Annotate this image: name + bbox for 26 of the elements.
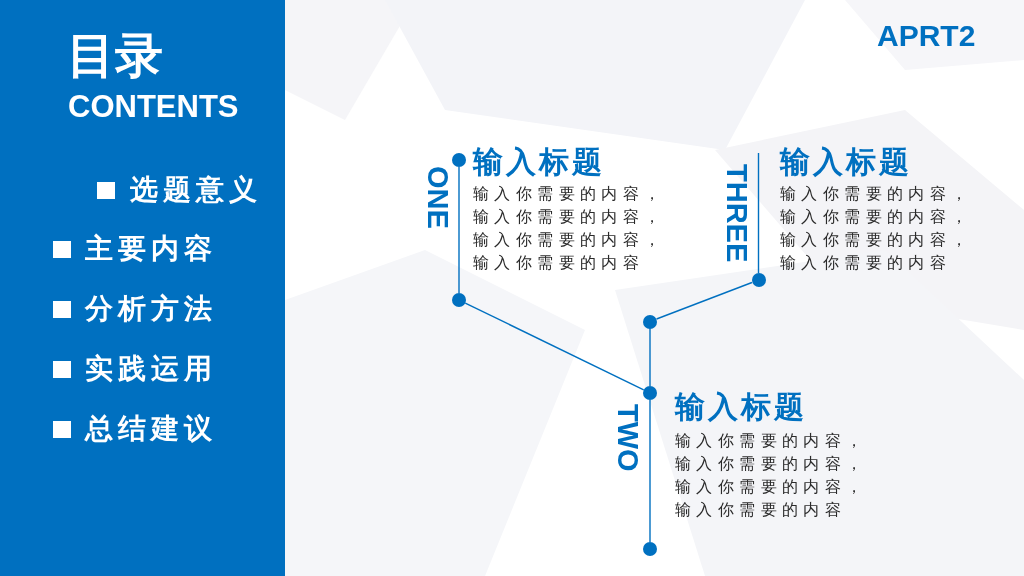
junction-dot xyxy=(452,153,466,167)
section-heading: 输入标题 xyxy=(473,147,605,177)
body-text: 输入你需要的内容，输入你需要的内容，输入你需要的内容，输入你需要的内容 xyxy=(780,184,974,273)
section-number: ONE xyxy=(423,166,452,229)
menu-item: 总结建议 xyxy=(85,415,217,443)
body-text: 输入你需要的内容，输入你需要的内容，输入你需要的内容，输入你需要的内容 xyxy=(675,431,869,520)
subtitle-text: CONTENTS xyxy=(68,91,239,122)
menu-item: 选题意义 xyxy=(130,176,262,204)
menu-item: 实践运用 xyxy=(85,355,217,383)
connector-line xyxy=(649,399,651,543)
menu-item: 主要内容 xyxy=(85,235,217,263)
junction-dot xyxy=(643,542,657,556)
part-label: APRT2 xyxy=(877,21,976,51)
connector-line xyxy=(649,327,651,387)
section-number: TWO xyxy=(613,404,642,472)
section-number: THREE xyxy=(722,164,751,263)
junction-dot xyxy=(643,386,657,400)
connector-line xyxy=(655,281,753,320)
menu-item: 分析方法 xyxy=(85,295,217,323)
connector-line xyxy=(757,152,760,274)
connector-line xyxy=(458,166,460,294)
section-heading: 输入标题 xyxy=(675,392,807,422)
connector-line xyxy=(464,302,645,391)
title-text: 目录 xyxy=(67,32,163,80)
body-text: 输入你需要的内容，输入你需要的内容，输入你需要的内容，输入你需要的内容 xyxy=(473,184,667,273)
section-heading: 输入标题 xyxy=(780,147,912,177)
